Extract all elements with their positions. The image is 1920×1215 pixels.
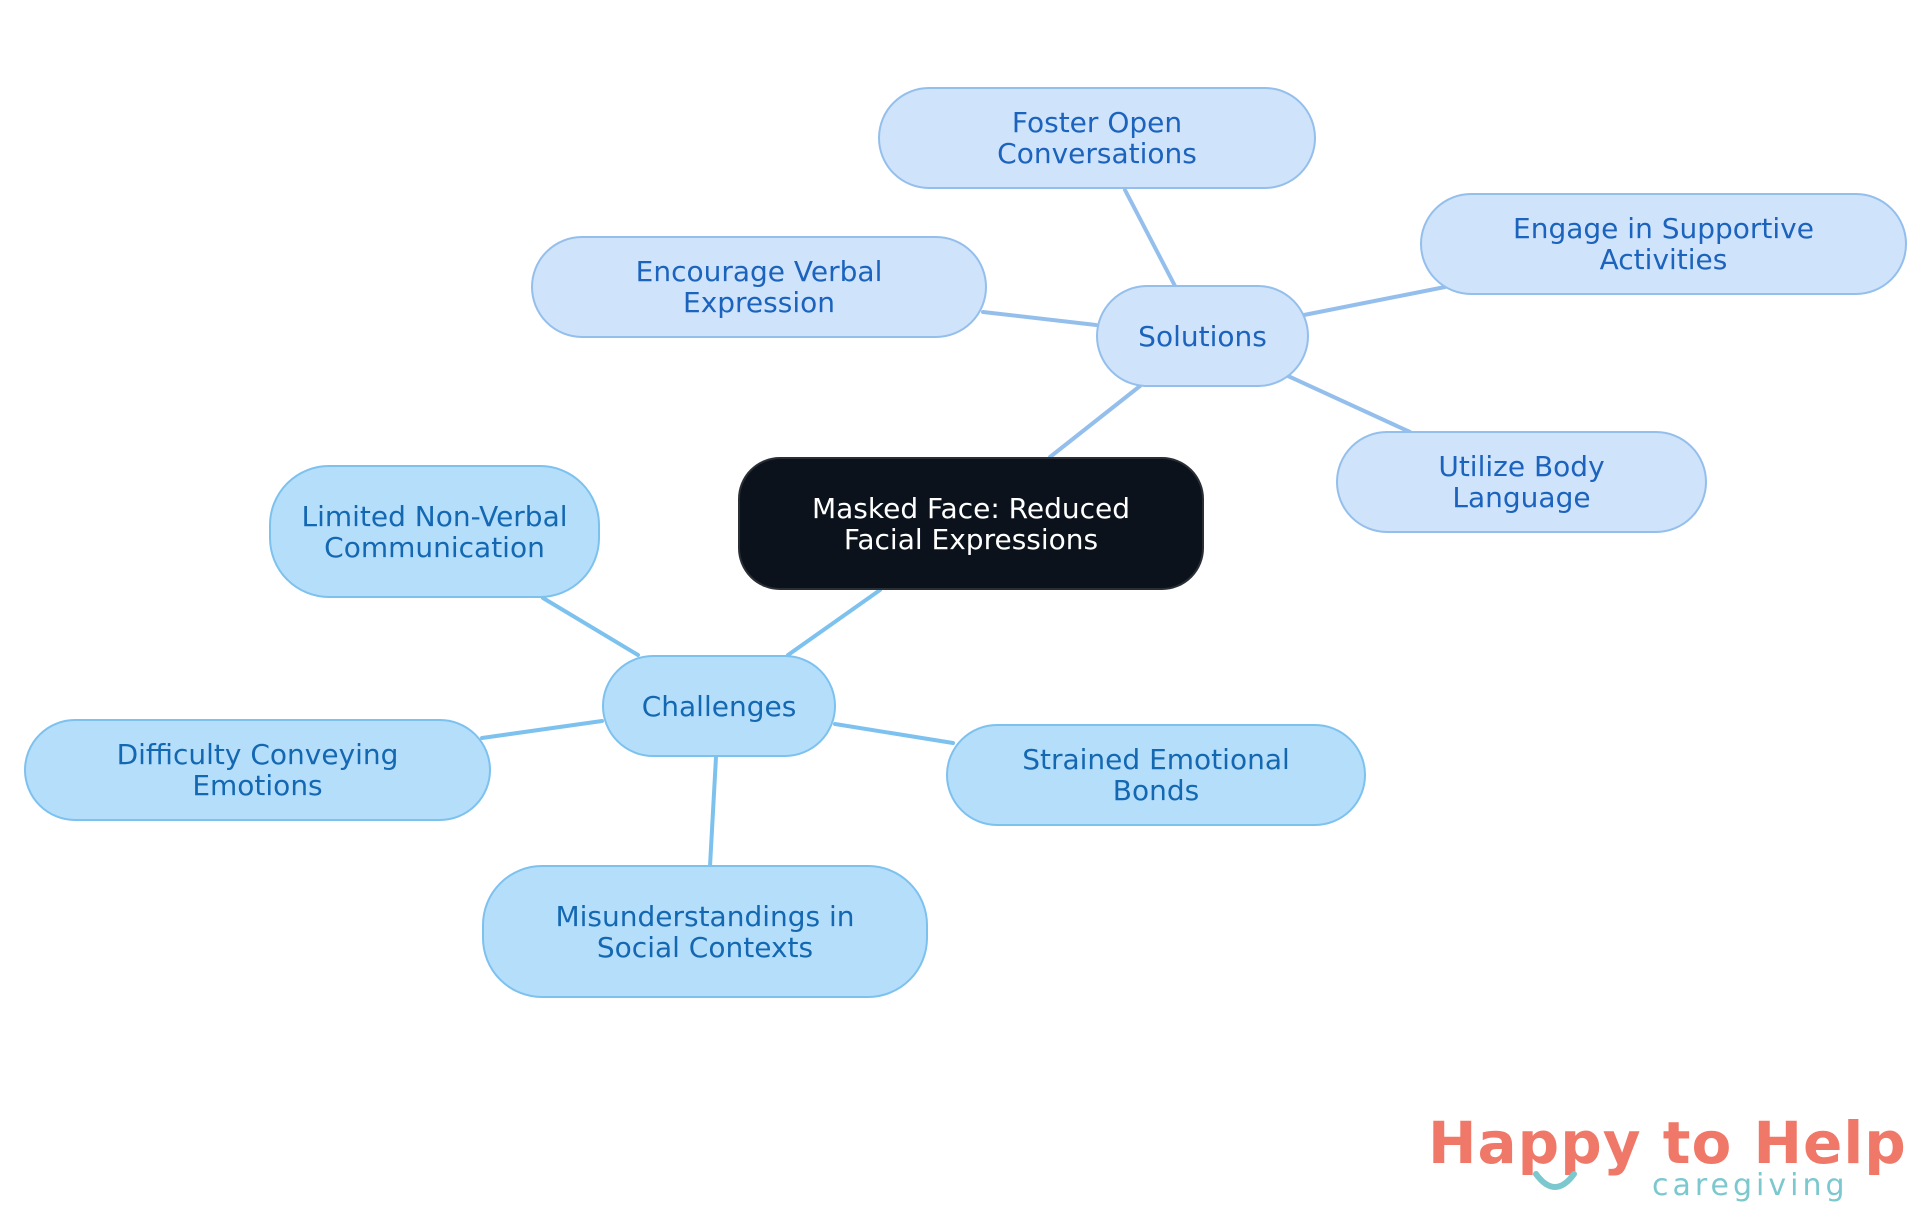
misunderstandings-social-contexts-node: Misunderstandings in Social Contexts — [482, 865, 928, 998]
brand-name: Happy to Help — [1428, 1109, 1907, 1177]
foster-open-conversations-node: Foster Open Conversations — [878, 87, 1316, 189]
strained-emotional-bonds-label: Strained Emotional Bonds — [1022, 743, 1290, 807]
center-node-label: Masked Face: Reduced Facial Expressions — [811, 491, 1130, 556]
challenges-node: Challenges — [602, 655, 836, 757]
brand-logo: Happy to Help caregiving — [1420, 1100, 1906, 1210]
connector-solutions-engage — [1302, 285, 1447, 317]
smile-icon — [1533, 1171, 1577, 1190]
foster-open-conversations-label: Foster Open Conversations — [997, 106, 1197, 170]
challenges-node-label: Challenges — [641, 689, 797, 723]
connector-center-solutions — [1048, 384, 1142, 459]
strained-emotional-bonds-node: Strained Emotional Bonds — [946, 724, 1366, 826]
misunderstandings-social-contexts-label: Misunderstandings in Social Contexts — [555, 899, 855, 964]
connector-solutions-body — [1286, 374, 1412, 434]
connector-center-challenges — [786, 588, 882, 657]
connector-challenges-strained — [833, 722, 955, 745]
encourage-verbal-expression-label: Encourage Verbal Expression — [635, 255, 883, 319]
solutions-node-label: Solutions — [1138, 319, 1267, 353]
limited-non-verbal-communication-node: Limited Non-Verbal Communication — [269, 465, 600, 598]
connector-challenges-misunderstandings — [708, 755, 718, 868]
difficulty-conveying-emotions-node: Difficulty Conveying Emotions — [24, 719, 491, 821]
brand-tagline: caregiving — [1652, 1168, 1849, 1203]
connector-solutions-foster — [1123, 188, 1177, 288]
solutions-node: Solutions — [1096, 285, 1309, 387]
engage-supportive-activities-node: Engage in Supportive Activities — [1420, 193, 1907, 295]
utilize-body-language-label: Utilize Body Language — [1438, 450, 1605, 514]
limited-non-verbal-communication-label: Limited Non-Verbal Communication — [301, 499, 568, 564]
encourage-verbal-expression-node: Encourage Verbal Expression — [531, 236, 987, 338]
engage-supportive-activities-label: Engage in Supportive Activities — [1513, 212, 1814, 276]
difficulty-conveying-emotions-label: Difficulty Conveying Emotions — [116, 738, 399, 802]
connector-solutions-encourage — [981, 310, 1098, 327]
connector-challenges-difficulty — [480, 719, 604, 740]
center-node: Masked Face: Reduced Facial Expressions — [738, 457, 1204, 590]
connector-challenges-limited — [541, 596, 640, 657]
utilize-body-language-node: Utilize Body Language — [1336, 431, 1707, 533]
